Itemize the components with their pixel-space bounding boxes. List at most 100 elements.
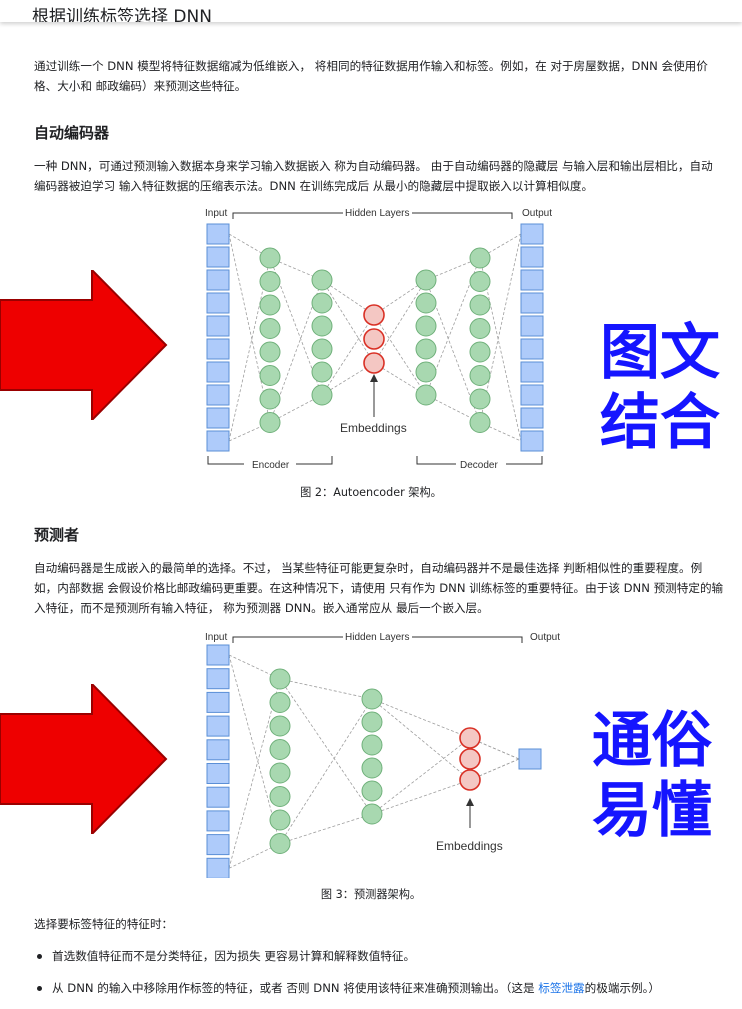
hidden-node bbox=[269, 739, 291, 760]
embedding-node bbox=[363, 352, 385, 374]
hidden-node bbox=[415, 269, 437, 291]
hidden-node bbox=[415, 315, 437, 337]
hidden-node bbox=[361, 803, 383, 825]
label-leakage-link[interactable]: 标签泄露 bbox=[538, 981, 585, 995]
hidden-node bbox=[269, 809, 291, 831]
hidden-node bbox=[415, 338, 437, 360]
input-node bbox=[206, 315, 230, 337]
hidden-bracket-right bbox=[412, 212, 513, 219]
input-node bbox=[520, 430, 544, 452]
connection-line bbox=[469, 758, 520, 781]
embeddings-label: Embeddings bbox=[436, 839, 503, 853]
hidden-node bbox=[259, 294, 281, 316]
top-bar: 根据训练标签选择 DNN bbox=[0, 0, 742, 22]
bullet-list: 首选数值特征而不是分类特征，因为损失 更容易计算和解释数值特征。 从 DNN 的… bbox=[34, 946, 724, 998]
output-label: Output bbox=[530, 632, 560, 643]
overlay-text-1: 图文 结合 bbox=[600, 318, 720, 458]
embeddings-label: Embeddings bbox=[340, 421, 407, 435]
overlay-line: 易懂 bbox=[592, 776, 712, 846]
input-node bbox=[206, 269, 230, 291]
input-node bbox=[206, 430, 230, 452]
input-node bbox=[520, 407, 544, 429]
input-label: Input bbox=[205, 632, 227, 643]
connection-line bbox=[228, 233, 271, 259]
hidden-node bbox=[469, 294, 491, 316]
input-node bbox=[520, 361, 544, 383]
hidden-node bbox=[259, 388, 281, 410]
figure-2-caption: 图 2：Autoencoder 架构。 bbox=[300, 486, 442, 499]
hidden-node bbox=[311, 361, 333, 383]
autoencoder-paragraph: 一种 DNN，可通过预测输入数据本身来学习输入数据嵌入 称为自动编码器。 由于自… bbox=[34, 159, 713, 193]
hidden-node bbox=[361, 711, 383, 733]
input-node bbox=[520, 292, 544, 314]
overlay-line: 结合 bbox=[600, 388, 720, 458]
hidden-node bbox=[269, 715, 291, 737]
input-node bbox=[206, 786, 230, 808]
list-item: 从 DNN 的输入中移除用作标签的特征，或者 否则 DNN 将使用该特征来准确预… bbox=[34, 978, 724, 998]
hidden-node bbox=[415, 292, 437, 314]
connection-line bbox=[371, 698, 471, 739]
hidden-layers-label: Hidden Layers bbox=[345, 632, 409, 643]
hidden-node bbox=[311, 338, 333, 360]
input-node bbox=[206, 292, 230, 314]
hidden-node bbox=[269, 692, 291, 713]
hidden-node bbox=[269, 833, 291, 854]
connection-line bbox=[279, 698, 373, 844]
hidden-node bbox=[311, 269, 333, 291]
hidden-node bbox=[361, 780, 383, 802]
input-node bbox=[206, 739, 230, 761]
hidden-node bbox=[469, 412, 491, 433]
connection-line bbox=[321, 279, 375, 364]
hidden-node bbox=[361, 688, 383, 710]
input-node bbox=[520, 384, 544, 406]
input-node bbox=[206, 810, 230, 832]
red-arrow-1 bbox=[0, 270, 168, 420]
autoencoder-heading: 自动编码器 bbox=[34, 124, 110, 142]
hidden-node bbox=[469, 365, 491, 386]
hidden-node bbox=[259, 412, 281, 433]
connection-line bbox=[469, 737, 520, 760]
encoder-bracket-left bbox=[207, 456, 244, 465]
embedding-node bbox=[459, 727, 481, 749]
input-node bbox=[206, 246, 230, 268]
connection-line bbox=[228, 654, 281, 844]
input-node bbox=[206, 691, 230, 713]
input-node bbox=[206, 407, 230, 429]
overlay-line: 图文 bbox=[600, 318, 720, 388]
hidden-node bbox=[469, 388, 491, 410]
input-node bbox=[206, 384, 230, 406]
embeddings-arrowhead bbox=[370, 374, 378, 382]
input-label: Input bbox=[205, 208, 227, 219]
overlay-text-2: 通俗 易懂 bbox=[592, 706, 712, 846]
input-node bbox=[206, 644, 230, 666]
connection-line bbox=[371, 698, 471, 781]
output-label: Output bbox=[522, 208, 552, 219]
predictor-heading: 预测者 bbox=[34, 526, 80, 544]
overlay-line: 通俗 bbox=[592, 706, 712, 776]
hidden-node bbox=[361, 734, 383, 756]
decoder-bracket-right bbox=[506, 456, 543, 465]
input-node bbox=[206, 361, 230, 383]
embeddings-arrowhead bbox=[466, 798, 474, 806]
connection-line bbox=[371, 737, 471, 815]
connection-line bbox=[373, 314, 427, 396]
predictor-diagram: Input Output Hidden Layers Embeddings bbox=[205, 632, 560, 878]
hidden-node bbox=[311, 315, 333, 337]
hidden-node bbox=[469, 341, 491, 363]
connection-line bbox=[279, 678, 373, 815]
encoder-label: Encoder bbox=[252, 460, 290, 471]
input-node bbox=[520, 338, 544, 360]
hidden-node bbox=[415, 361, 437, 383]
embedding-node bbox=[459, 769, 481, 791]
embedding-node bbox=[363, 328, 385, 350]
hidden-node bbox=[469, 271, 491, 292]
intro-paragraph: 通过训练一个 DNN 模型将特征数据缩减为低维嵌入， 将相同的特征数据用作输入和… bbox=[34, 59, 708, 93]
input-node bbox=[206, 763, 230, 784]
predictor-paragraph: 自动编码器是生成嵌入的最简单的选择。不过， 当某些特征可能更复杂时，自动编码器并… bbox=[34, 561, 724, 615]
hidden-node bbox=[269, 786, 291, 807]
connection-line bbox=[373, 279, 427, 364]
connection-line bbox=[321, 314, 375, 396]
embedding-node bbox=[459, 748, 481, 770]
bullet-text: 的极端示例。） bbox=[584, 981, 660, 995]
input-node bbox=[206, 715, 230, 737]
